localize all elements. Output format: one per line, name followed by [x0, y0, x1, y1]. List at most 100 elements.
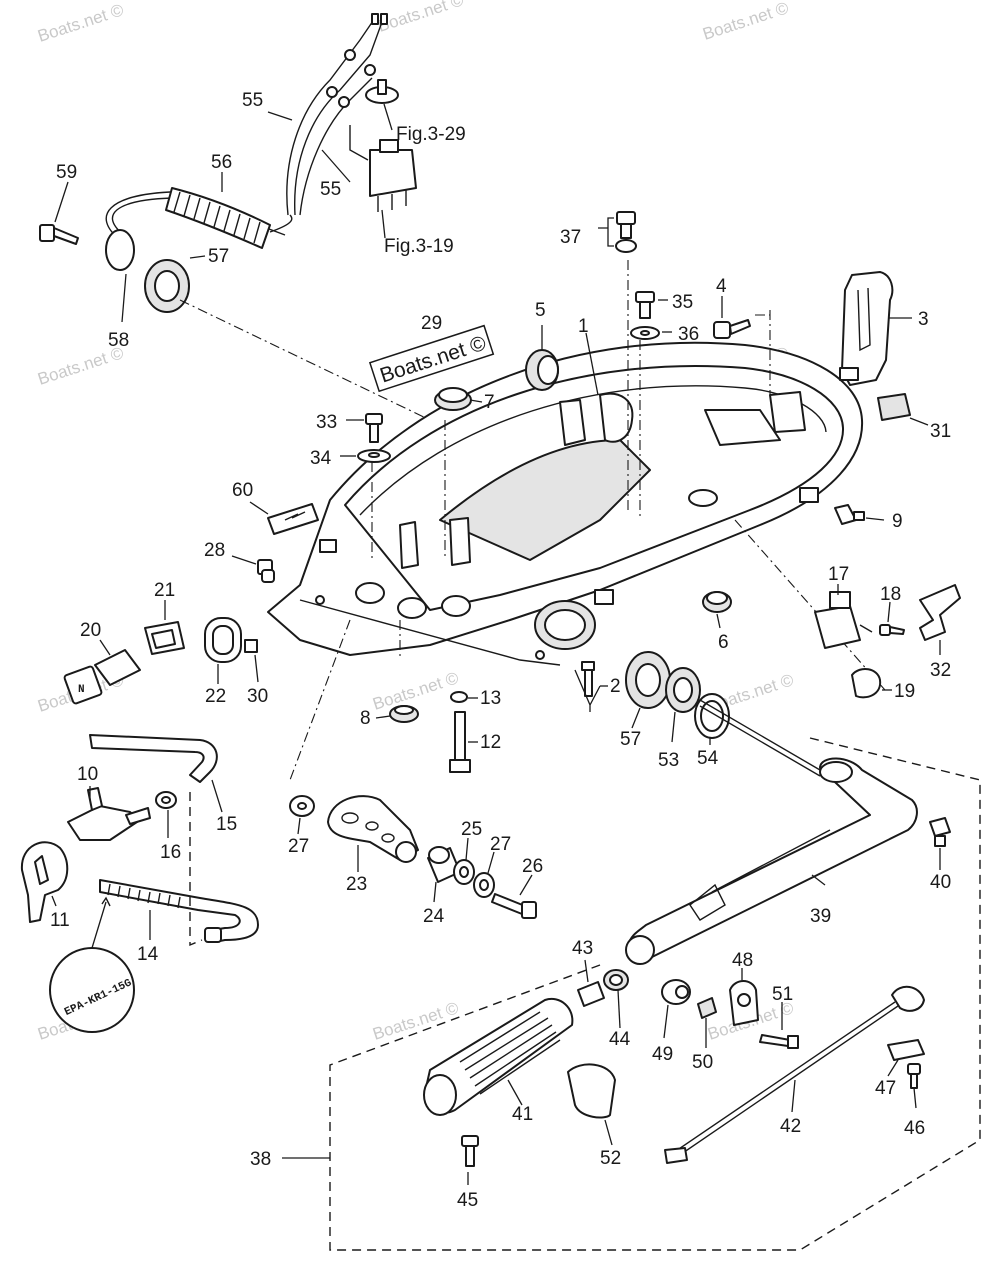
- callout-25: 25: [461, 819, 482, 840]
- callout-22: 22: [205, 686, 226, 707]
- callout-9: 9: [892, 511, 903, 532]
- watermark: Boats.net ©: [375, 0, 466, 36]
- callout-60: 60: [232, 480, 253, 501]
- plate-31: [877, 393, 911, 421]
- callout-2: 2: [610, 676, 621, 697]
- wire-harness-55: [286, 13, 388, 216]
- primer-line-14: [99, 879, 259, 943]
- switch-17: [814, 591, 873, 649]
- callout-30: 30: [247, 686, 268, 707]
- fuel-hose-15: [89, 734, 218, 783]
- callout-27-left: 27: [288, 836, 309, 857]
- callout-16: 16: [160, 842, 181, 863]
- bushing-24: [427, 846, 461, 883]
- clamp-48: [729, 980, 759, 1026]
- callout-8: 8: [360, 708, 371, 729]
- collar-49: [661, 979, 691, 1005]
- callout-36: 36: [678, 324, 699, 345]
- grommet-22: [204, 617, 242, 663]
- screw-51: [759, 1034, 799, 1049]
- screw-46: [907, 1063, 921, 1089]
- callout-49: 49: [652, 1044, 673, 1065]
- callout-50: 50: [692, 1052, 713, 1073]
- callout-10: 10: [77, 764, 98, 785]
- callout-58: 58: [108, 330, 129, 351]
- callout-39: 39: [810, 906, 831, 927]
- washer-30: [244, 639, 258, 653]
- callout-48: 48: [732, 950, 753, 971]
- callout-44: 44: [609, 1029, 631, 1050]
- figure-ref-3-19: Fig.3-19: [384, 236, 454, 257]
- screw-18: [879, 624, 905, 636]
- screw-45: [461, 1135, 479, 1167]
- callout-41: 41: [512, 1104, 533, 1125]
- lower-cover-1: [267, 341, 864, 666]
- bolt-2: [581, 661, 595, 697]
- callout-43: 43: [572, 938, 593, 959]
- clip-19: [851, 668, 882, 699]
- callout-32: 32: [930, 660, 951, 681]
- knob-28: [257, 559, 275, 583]
- callout-52: 52: [600, 1148, 621, 1169]
- bracket-47: [887, 1039, 925, 1061]
- hose-clip-16: [155, 791, 177, 809]
- callout-17: 17: [828, 564, 849, 585]
- bolt-12: [449, 711, 471, 773]
- callout-59: 59: [56, 162, 77, 183]
- tiller-assembly-38-outline: [329, 737, 981, 1251]
- bolt-59: [39, 224, 79, 245]
- callout-47: 47: [875, 1078, 896, 1099]
- callout-11: 11: [50, 910, 70, 931]
- bolt-4: [713, 319, 751, 339]
- callout-12: 12: [480, 732, 501, 753]
- bracket-3: [839, 271, 894, 386]
- switch-fig-3-29: [365, 79, 399, 104]
- callout-23: 23: [346, 874, 367, 895]
- callout-56: 56: [211, 152, 232, 173]
- figure-ref-3-29: Fig.3-29: [396, 124, 466, 145]
- throttle-cable-42: [664, 985, 925, 1164]
- callout-24: 24: [423, 906, 445, 927]
- friction-plate-23: [327, 795, 419, 863]
- callout-labels: 1 2 3 4 5 6 7 8 9 10 11 12 13 14 15 16 1…: [50, 90, 951, 1211]
- callout-6: 6: [718, 632, 729, 653]
- callout-37: 37: [560, 227, 581, 248]
- callout-29: 29: [421, 313, 442, 334]
- throttle-grip-41: [423, 997, 574, 1116]
- spacer-43: [577, 981, 605, 1007]
- grommet-57-lower: [625, 651, 671, 709]
- screw-9: [834, 504, 865, 525]
- callout-55-top: 55: [242, 90, 263, 111]
- watermark: Boats.net ©: [370, 668, 461, 714]
- callout-26: 26: [522, 856, 543, 877]
- callout-51: 51: [772, 984, 793, 1005]
- key-11: [20, 841, 69, 923]
- callout-19: 19: [894, 681, 915, 702]
- callout-57-top: 57: [208, 246, 229, 267]
- callout-18: 18: [880, 584, 901, 605]
- kill-switch-20: N: [63, 649, 141, 705]
- bolt-33: [365, 413, 383, 443]
- watermark: Boats.net ©: [370, 998, 461, 1044]
- callout-35: 35: [672, 292, 693, 313]
- svg-text:N: N: [78, 684, 85, 696]
- callout-40: 40: [930, 872, 951, 893]
- callout-5: 5: [535, 300, 546, 321]
- tiller-arm-39: [625, 699, 918, 965]
- fuel-connector-10: [67, 787, 151, 841]
- callout-27-right: 27: [490, 834, 511, 855]
- bolt-37: [615, 211, 637, 253]
- callout-38: 38: [250, 1149, 271, 1170]
- callout-3: 3: [918, 309, 929, 330]
- cable-assembly-56: [105, 187, 293, 249]
- callout-14: 14: [137, 944, 159, 965]
- callout-45: 45: [457, 1190, 478, 1211]
- callout-13: 13: [480, 688, 501, 709]
- bracket-32: [919, 584, 961, 641]
- bolt-26: [491, 893, 537, 919]
- callout-55-bottom: 55: [320, 179, 341, 200]
- spring-50: [697, 997, 717, 1019]
- friction-band-52: [567, 1063, 616, 1119]
- callout-42: 42: [780, 1116, 801, 1137]
